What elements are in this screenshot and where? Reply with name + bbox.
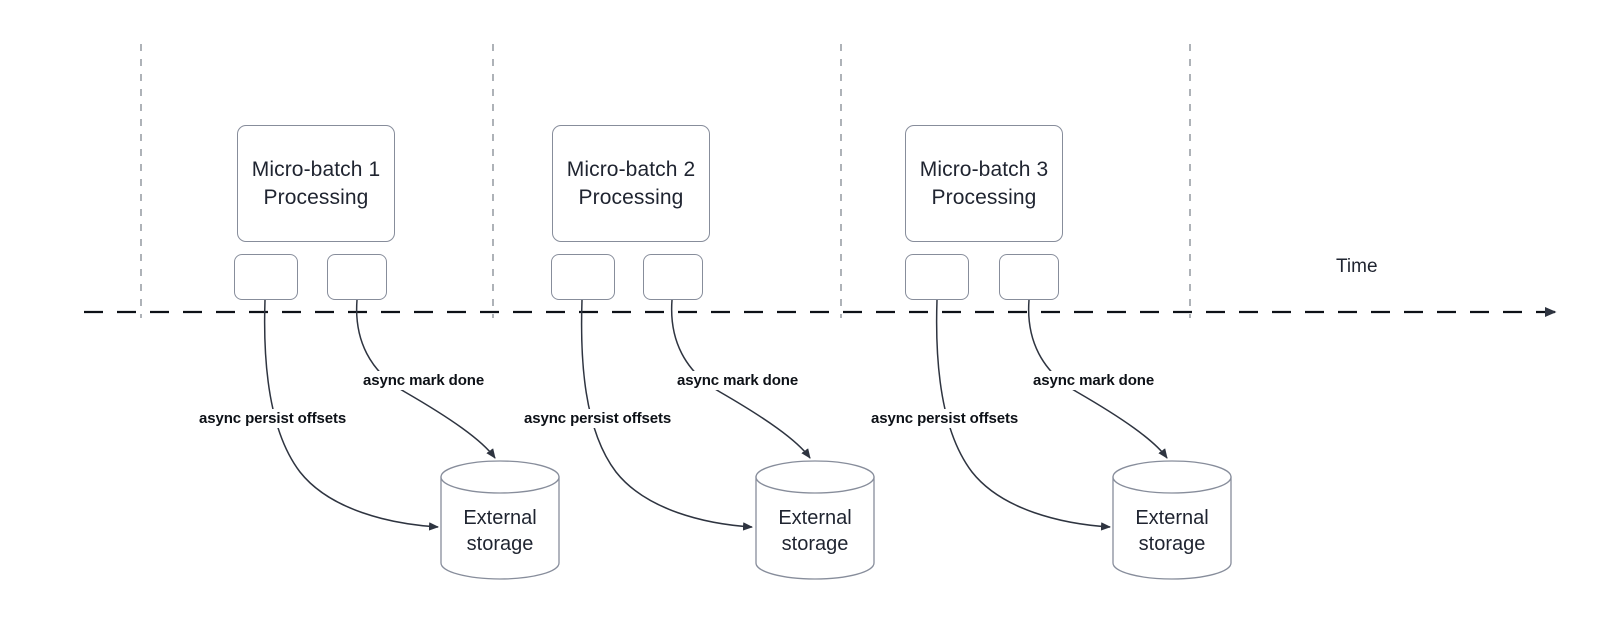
micro-batch-1-persist-offsets-marker[interactable] [234, 254, 298, 300]
batch-1-edges [263, 299, 496, 531]
edge-mark-done-2 [670, 299, 811, 459]
edge-label-async-mark-done-3: async mark done [1030, 371, 1158, 390]
micro-batch-2-title-line1: Micro-batch 2 [566, 157, 696, 181]
micro-batch-3-processing-box[interactable]: Micro-batch 3 Processing [905, 125, 1063, 242]
micro-batch-3-persist-offsets-marker[interactable] [905, 254, 969, 300]
micro-batch-3-mark-done-marker[interactable] [999, 254, 1059, 300]
edge-label-async-mark-done-1: async mark done [360, 371, 488, 390]
storage-cylinder-1 [440, 460, 560, 580]
batch-2-edges [580, 299, 811, 531]
edge-label-async-persist-offsets-2: async persist offsets [521, 409, 675, 428]
micro-batch-2-processing-box[interactable]: Micro-batch 2 Processing [552, 125, 710, 242]
micro-batch-3-title-line1: Micro-batch 3 [919, 157, 1049, 181]
batch-3-edges [935, 299, 1168, 531]
micro-batch-2-mark-done-marker[interactable] [643, 254, 703, 300]
edge-mark-done-1 [355, 299, 496, 459]
micro-batch-2-persist-offsets-marker[interactable] [551, 254, 615, 300]
storage-cylinder-2 [755, 460, 875, 580]
edge-mark-done-3 [1027, 299, 1168, 459]
micro-batch-2-title-line2: Processing [578, 185, 684, 209]
micro-batch-1-mark-done-marker[interactable] [327, 254, 387, 300]
storage-cylinder-3 [1112, 460, 1232, 580]
edge-label-async-persist-offsets-3: async persist offsets [868, 409, 1022, 428]
edge-label-async-persist-offsets-1: async persist offsets [196, 409, 350, 428]
edge-label-async-mark-done-2: async mark done [674, 371, 802, 390]
edge-persist-offsets-2 [580, 299, 753, 531]
batch-divider-lines [140, 44, 1191, 318]
edge-persist-offsets-3 [935, 299, 1111, 531]
micro-batch-3-title-line2: Processing [931, 185, 1037, 209]
micro-batch-1-processing-box[interactable]: Micro-batch 1 Processing [237, 125, 395, 242]
micro-batch-1-title-line1: Micro-batch 1 [251, 157, 381, 181]
micro-batch-1-title-line2: Processing [263, 185, 369, 209]
edge-persist-offsets-1 [263, 299, 439, 531]
time-axis-label: Time [1336, 256, 1378, 277]
